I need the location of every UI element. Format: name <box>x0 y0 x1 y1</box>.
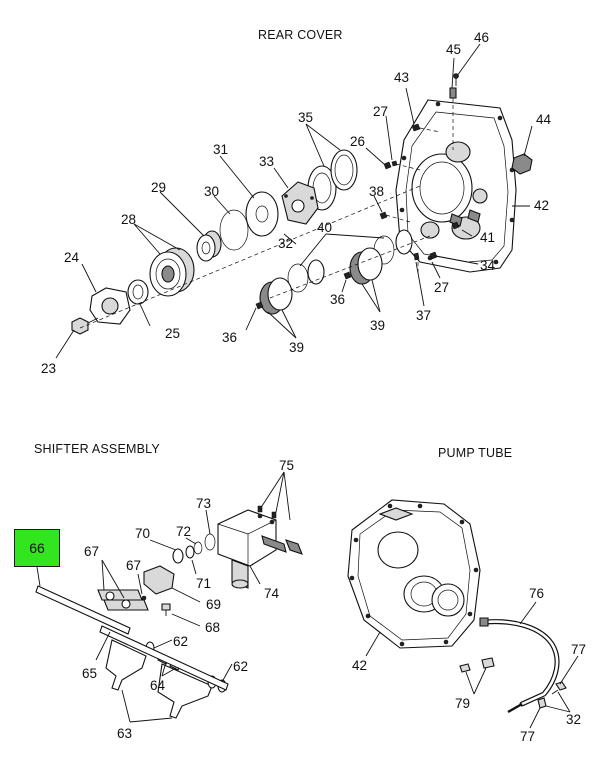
bearing-39-part[interactable] <box>259 247 383 315</box>
callout[interactable]: 39 <box>370 318 385 333</box>
callout[interactable]: 46 <box>474 30 489 45</box>
callout[interactable]: 62 <box>173 634 188 649</box>
callout[interactable]: 31 <box>213 142 228 157</box>
callout[interactable]: 71 <box>196 576 211 591</box>
shift-rail-66-part[interactable] <box>35 585 131 635</box>
pump-tube-callouts: 76 77 42 79 32 77 <box>352 586 586 744</box>
callout[interactable]: 35 <box>298 110 313 125</box>
callout[interactable]: 33 <box>259 154 274 169</box>
callout[interactable]: 25 <box>165 326 180 341</box>
callout[interactable]: 30 <box>204 184 219 199</box>
callout[interactable]: 68 <box>205 620 220 635</box>
shifter-housing-part[interactable] <box>217 509 303 589</box>
assembly-33-part[interactable] <box>281 181 319 225</box>
callout[interactable]: 79 <box>455 696 470 711</box>
callout[interactable]: 75 <box>279 458 294 473</box>
callout[interactable]: 36 <box>222 330 237 345</box>
nut-23-part[interactable] <box>71 317 89 335</box>
callout[interactable]: 65 <box>82 666 97 681</box>
highlighted-part-66[interactable]: 66 <box>14 529 60 567</box>
callout[interactable]: 36 <box>330 292 345 307</box>
callout[interactable]: 40 <box>317 220 332 235</box>
shift-fork-63-part[interactable] <box>105 639 213 719</box>
callout[interactable]: 24 <box>64 250 80 265</box>
pump-tube-76-part[interactable] <box>479 617 560 714</box>
callout[interactable]: 34 <box>480 258 496 273</box>
section-title-pump-tube: PUMP TUBE <box>438 446 513 460</box>
interlock-67-part[interactable] <box>97 589 149 611</box>
callout[interactable]: 39 <box>289 340 304 355</box>
section-title-rear-cover: REAR COVER <box>258 28 343 42</box>
callout[interactable]: 23 <box>41 361 56 376</box>
gear-29-part[interactable] <box>196 230 222 262</box>
plug-part[interactable] <box>511 153 533 175</box>
callout[interactable]: 42 <box>352 658 367 673</box>
section-title-shifter-assembly: SHIFTER ASSEMBLY <box>34 442 160 456</box>
callout[interactable]: 73 <box>196 496 211 511</box>
callout[interactable]: 32 <box>278 236 293 251</box>
rear-cover-callouts: 45 46 43 27 44 35 26 31 33 38 29 30 42 2… <box>41 30 552 376</box>
callout[interactable]: 72 <box>176 524 191 539</box>
callout[interactable]: 76 <box>529 586 544 601</box>
bearing-35-part[interactable] <box>307 149 358 211</box>
callout[interactable]: 45 <box>446 42 461 57</box>
callout[interactable]: 27 <box>434 280 449 295</box>
pump-tube-illustration <box>347 499 579 729</box>
plate-69-part[interactable] <box>143 565 175 595</box>
callout[interactable]: 43 <box>394 70 409 85</box>
rear-housing-part[interactable] <box>395 99 517 273</box>
callout[interactable]: 67 <box>126 558 141 573</box>
callout[interactable]: 38 <box>369 184 384 199</box>
callout[interactable]: 37 <box>416 308 431 323</box>
callout[interactable]: 70 <box>135 526 150 541</box>
callout[interactable]: 27 <box>373 104 388 119</box>
callout[interactable]: 42 <box>534 198 549 213</box>
callout[interactable]: 63 <box>117 726 132 741</box>
callout[interactable]: 77 <box>520 729 535 744</box>
seal-25-part[interactable] <box>127 279 149 305</box>
callout[interactable]: 26 <box>350 134 365 149</box>
shifter-callouts: 75 73 70 72 67 67 71 69 74 68 62 65 62 6… <box>82 458 294 741</box>
o-ring-30-part[interactable] <box>219 209 249 251</box>
shifter-illustration <box>35 471 303 723</box>
callout[interactable]: 32 <box>566 712 581 727</box>
callout[interactable]: 28 <box>121 212 136 227</box>
disc-31-part[interactable] <box>245 191 279 237</box>
callout[interactable]: 44 <box>536 112 552 127</box>
yoke-24-part[interactable] <box>81 287 131 327</box>
callout[interactable]: 41 <box>480 230 495 245</box>
rear-cover-illustration <box>55 43 533 359</box>
callout[interactable]: 74 <box>264 586 280 601</box>
callout[interactable]: 29 <box>151 180 166 195</box>
callout[interactable]: 77 <box>571 642 586 657</box>
pump-housing-part[interactable] <box>347 499 481 649</box>
callout[interactable]: 64 <box>150 678 166 693</box>
highlighted-part-label: 66 <box>29 540 45 556</box>
pulley-28-part[interactable] <box>149 247 195 297</box>
callout[interactable]: 69 <box>206 597 221 612</box>
callout[interactable]: 67 <box>84 544 99 559</box>
callout[interactable]: 62 <box>233 659 248 674</box>
